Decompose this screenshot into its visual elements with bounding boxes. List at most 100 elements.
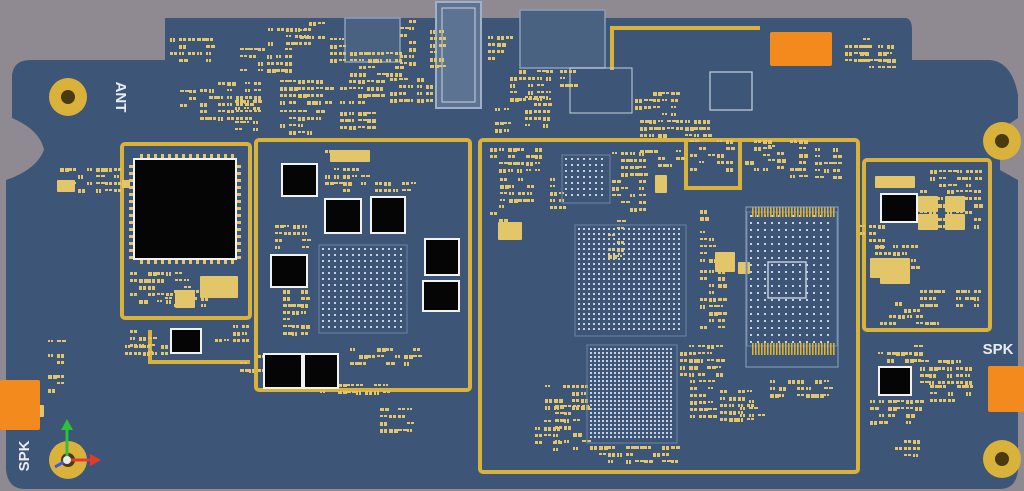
component-pad [956,381,959,384]
bga-ball [328,272,330,274]
component-pad [293,80,296,82]
component-pad [824,162,828,164]
component-pad [797,387,800,390]
component-pad [283,325,287,327]
component-pad [340,101,342,104]
bga-ball [606,348,608,350]
bga-ball [771,299,773,301]
component-pad [908,447,911,450]
component-pad [604,446,608,450]
component-pad [303,94,307,98]
bga-ball [376,326,378,328]
component-pad [818,169,820,171]
component-pad [409,62,412,66]
component-pad [498,108,500,111]
component-pad [557,427,560,431]
bga-ball [610,392,612,394]
speaker-label-left: SPK [16,440,33,471]
component-pad [165,345,168,349]
bga-ball [602,432,604,434]
component-pad [358,87,360,89]
component-pad-large [57,180,75,192]
bga-ball [638,384,640,386]
component-pad [868,45,872,48]
bga-ball [334,260,336,262]
component-pad [78,189,81,193]
component-pad [286,28,289,32]
bga-ball [593,303,595,305]
bga-ball [654,384,656,386]
bga-ball [662,376,664,378]
bga-ball [594,348,596,350]
component-pad [573,433,577,437]
bga-ball [663,268,665,270]
bga-ball [594,400,596,402]
component-pad [325,182,329,185]
component-pad [57,340,61,342]
component-pad [924,190,927,193]
bga-ball [757,250,759,252]
component-pad [537,84,540,86]
component-pad [353,348,355,351]
ic-chip-lead [129,249,133,252]
component-pad [359,362,362,365]
bga-ball [626,436,628,438]
bga-ball [638,392,640,394]
component-pad [726,161,729,164]
bga-ball [806,292,808,294]
component-pad [674,113,676,116]
component-pad [911,266,915,269]
bga-ball [618,372,620,374]
component-pad [567,385,570,388]
component-pad [898,315,901,319]
component-pad [213,117,216,120]
component-pad [719,366,721,368]
component-pad [404,355,408,359]
component-pad [893,322,896,325]
component-pad [930,170,933,174]
bga-ball [757,236,759,238]
component-pad [499,169,502,173]
component-pad [287,318,290,320]
component-pad [865,45,869,48]
component-pad [209,96,213,99]
component-pad [538,103,541,106]
bga-ball [352,308,354,310]
bga-ball [663,308,665,310]
bga-ball [590,384,592,386]
component-pad [711,359,714,361]
component-pad [87,182,89,185]
bga-ball [633,283,635,285]
bga-ball [653,268,655,270]
component-pad [574,84,578,87]
bga-ball [382,308,384,310]
component-pad [702,345,705,347]
bga-ball [601,194,603,196]
component-pad [708,387,710,389]
component-pad [873,239,876,242]
bga-ball [594,376,596,378]
bga-ball [626,420,628,422]
component-pad [375,182,378,185]
bga-ball [606,392,608,394]
bga-ball [577,182,579,184]
component-pad [700,210,703,214]
component-pad [860,59,863,62]
component-pad [663,134,667,138]
component-pad [951,381,954,384]
bga-ball [603,263,605,265]
component-pad [254,110,257,112]
component-pad [676,150,678,152]
component-pad [48,354,50,357]
bga-ball [376,272,378,274]
component-pad [366,175,370,177]
component-pad [726,147,730,150]
component-pad [698,352,701,354]
component-pad [499,219,503,222]
component-pad [504,108,506,110]
component-pad [612,446,615,449]
component-pad [879,414,881,417]
bga-ball [603,293,605,295]
component-pad [210,38,213,41]
component-pad [626,460,628,464]
